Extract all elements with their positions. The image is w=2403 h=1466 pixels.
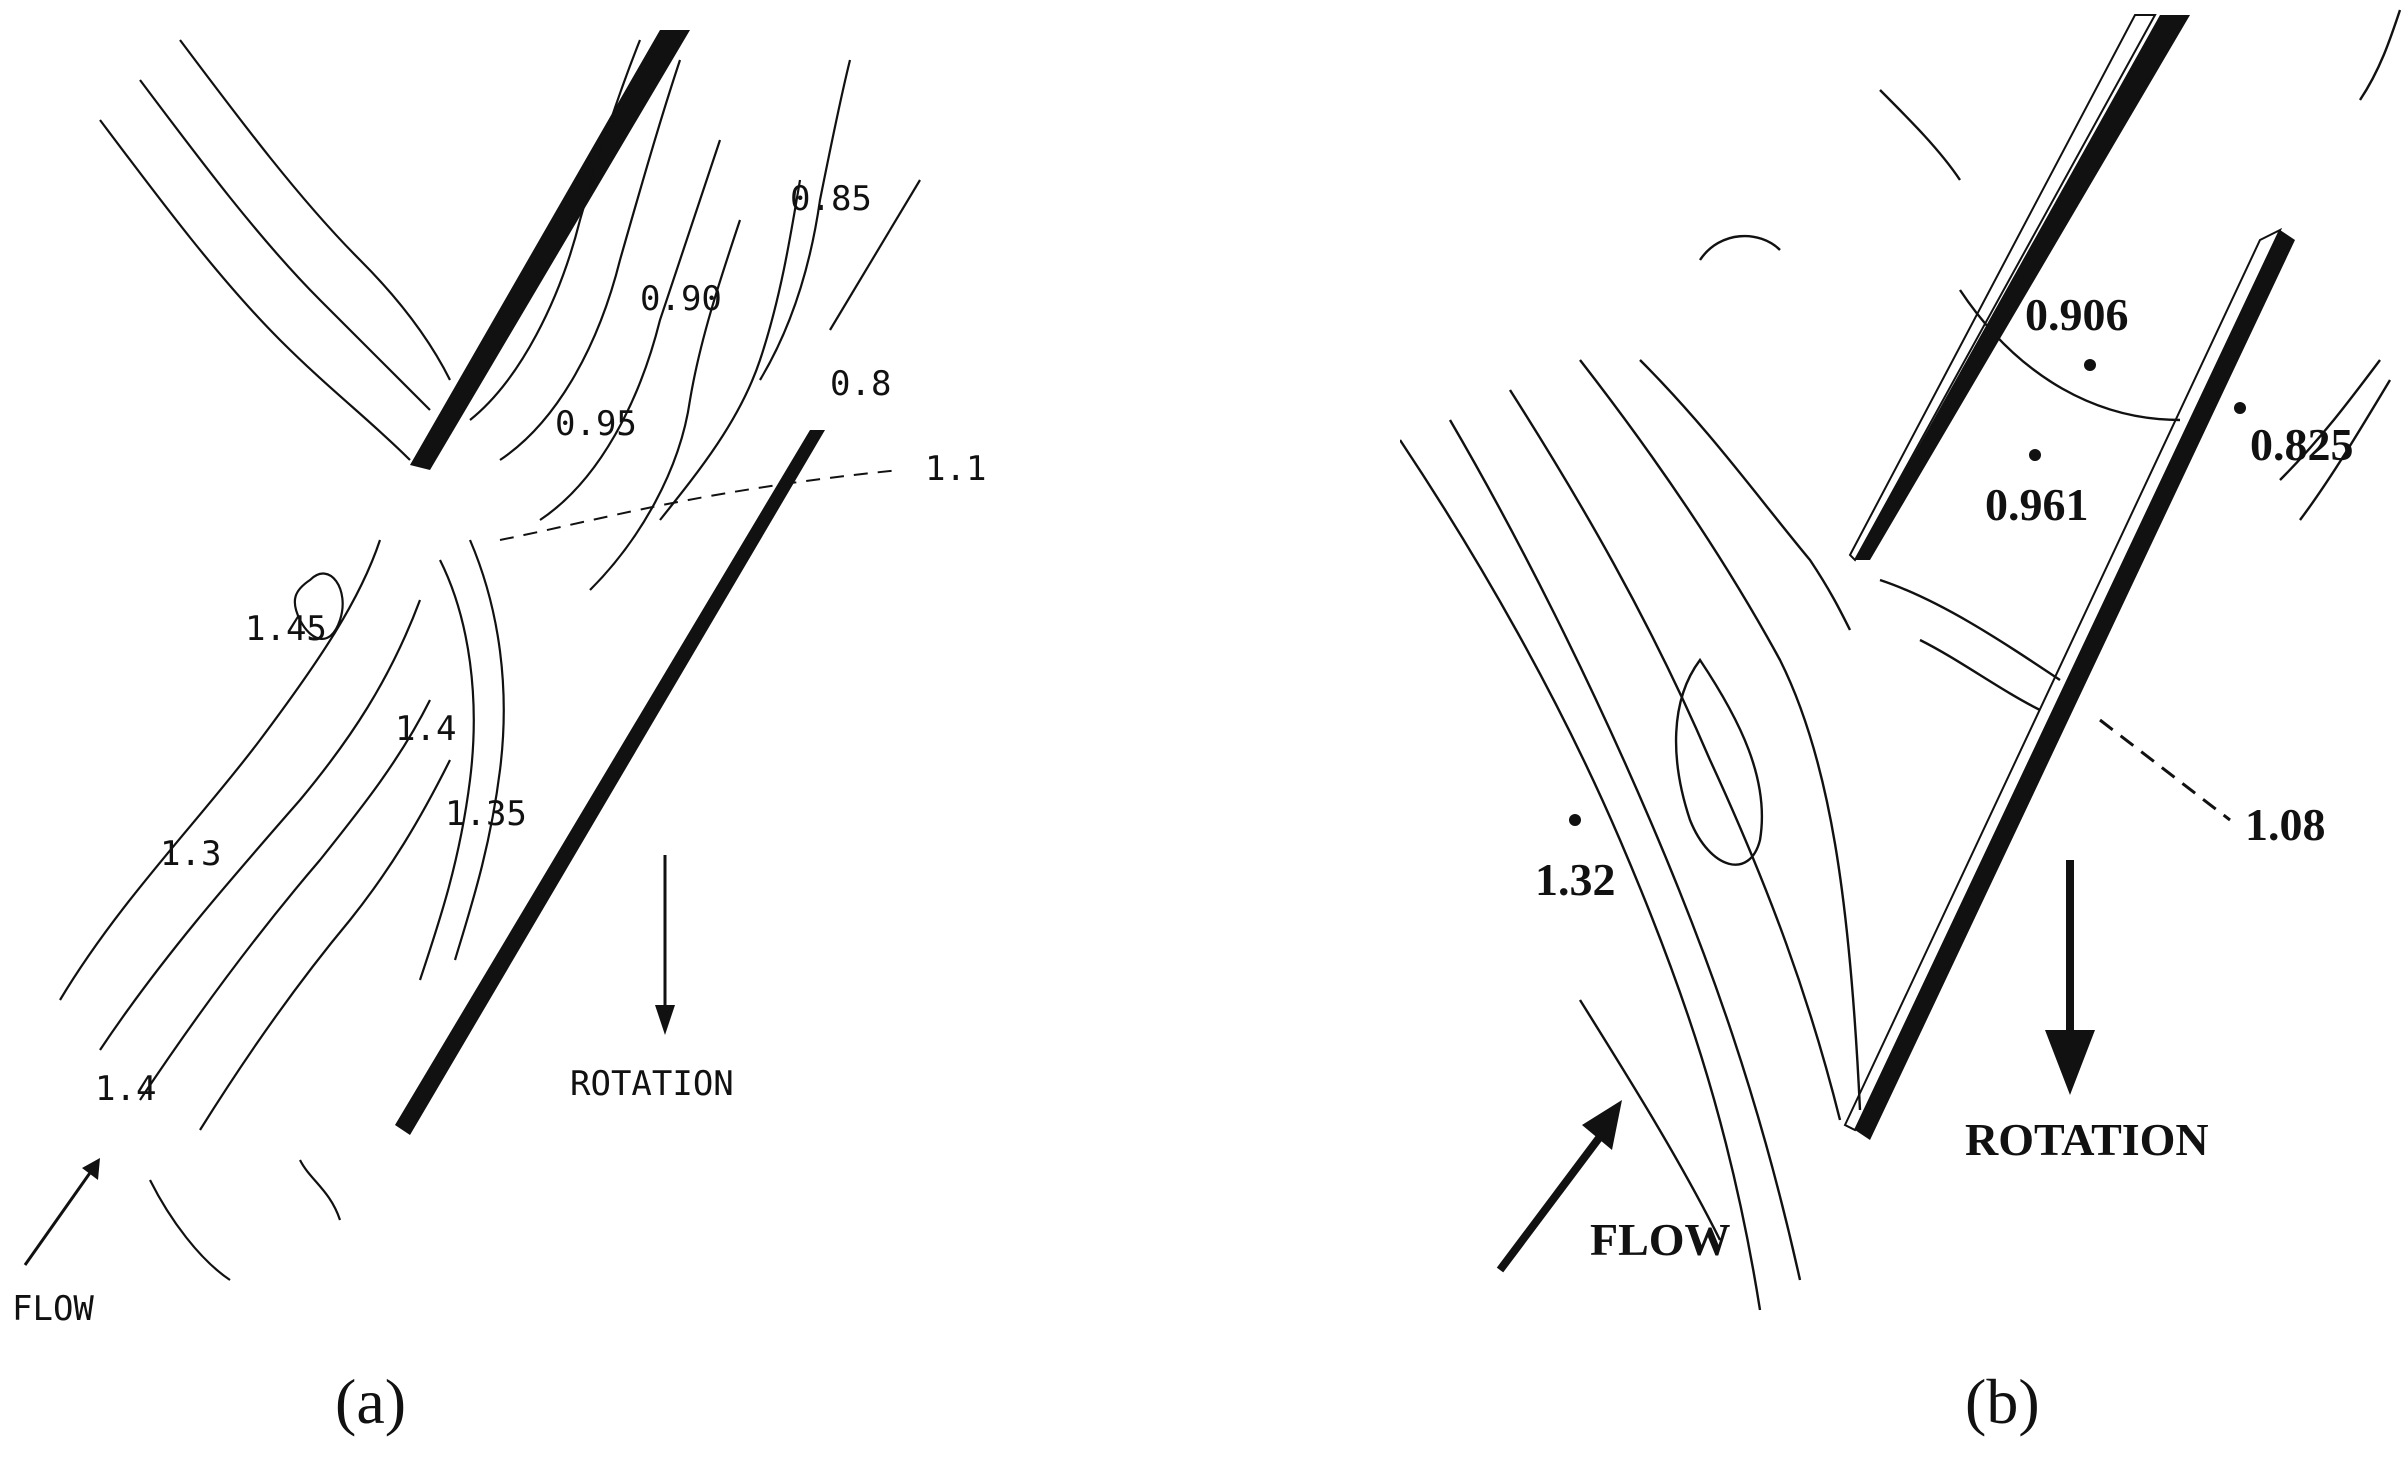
- flow-arrow-b: [1496, 1100, 1622, 1273]
- contour-lines-a: [59, 39, 921, 1281]
- flow-arrow-a: [23, 1158, 100, 1266]
- contour-lines-b: [1400, 9, 2402, 1311]
- blade-upper-a: [410, 30, 690, 470]
- point-marker: [2234, 402, 2246, 414]
- contour-label: 1.32: [1535, 854, 1616, 905]
- contour-label: 1.4: [95, 1069, 156, 1109]
- contour-label: 0.95: [555, 404, 637, 444]
- flow-label-b: FLOW: [1590, 1214, 1731, 1265]
- contour-label: 0.85: [790, 179, 872, 219]
- contour-map-b: 0.906 0.961 0.825 1.08 1.32 ROTATION FLO…: [1400, 9, 2402, 1311]
- point-marker: [2084, 359, 2096, 371]
- blade-lower-b: [1855, 230, 2295, 1140]
- dashed-leader-b: [2099, 718, 2231, 822]
- contour-label: 0.90: [640, 279, 722, 319]
- contour-label: 0.825: [2250, 419, 2354, 470]
- contour-label: 1.08: [2245, 799, 2326, 850]
- contour-label: 1.3: [160, 834, 221, 874]
- contour-label: 0.8: [830, 364, 891, 404]
- caption-a: (a): [335, 1366, 407, 1437]
- contour-map-a: 0.85 0.90 0.8 0.95 1.1 1.45 1.4 1.35 1.3…: [12, 30, 986, 1329]
- contour-label: 1.1: [925, 449, 986, 489]
- contour-label: 0.906: [2025, 289, 2129, 340]
- contour-label: 1.45: [245, 609, 327, 649]
- point-marker: [1569, 814, 1581, 826]
- contour-label: 1.35: [445, 794, 527, 834]
- contour-label: 0.961: [1985, 479, 2089, 530]
- caption-b: (b): [1965, 1366, 2040, 1437]
- rotation-arrow-a: [655, 855, 675, 1035]
- blade-upper-b: [1855, 15, 2190, 560]
- contour-label: 1.4: [395, 709, 456, 749]
- blade-lower-a: [395, 430, 825, 1135]
- rotation-arrow-b: [2045, 860, 2095, 1095]
- rotation-label-b: ROTATION: [1965, 1114, 2209, 1165]
- point-marker: [2029, 449, 2041, 461]
- rotation-label-a: ROTATION: [570, 1064, 734, 1104]
- flow-label-a: FLOW: [12, 1289, 94, 1329]
